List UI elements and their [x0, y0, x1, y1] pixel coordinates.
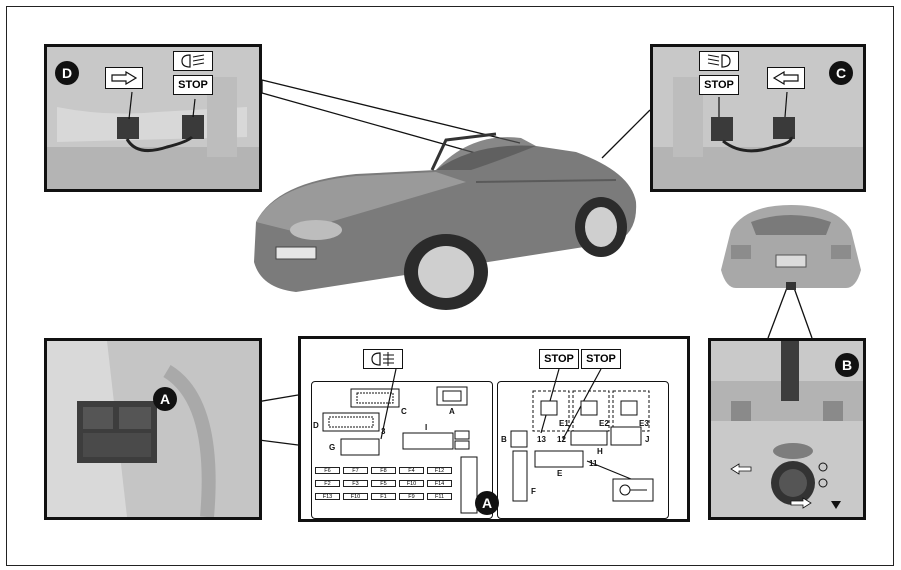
- connector-11-label: 11: [589, 459, 597, 468]
- headlight-label: [173, 51, 213, 71]
- connector-c-label: C: [401, 407, 407, 416]
- headlight-label-c: [699, 51, 739, 71]
- fuse: F2: [315, 480, 340, 487]
- connector-12-label: 12: [557, 435, 566, 444]
- low-beam-icon: [706, 54, 732, 68]
- fuse: F14: [427, 480, 452, 487]
- fuse-row-3: F13 F10 F1 F9 F11: [315, 493, 455, 500]
- fuse: F10: [343, 493, 368, 500]
- label-a-badge-left: A: [153, 387, 177, 411]
- fuse: F6: [315, 467, 340, 474]
- stop-label-c: STOP: [699, 75, 739, 95]
- fuse: F7: [343, 467, 368, 474]
- panel-d: D STOP: [44, 44, 262, 192]
- fuse: F11: [427, 493, 452, 500]
- fuse-row-2: F2 F3 F5 F10 F14: [315, 480, 455, 487]
- connector-b-label: B: [501, 435, 507, 444]
- connector-h-label: H: [597, 447, 603, 456]
- fuse: F13: [315, 493, 340, 500]
- photo-d: [47, 47, 259, 189]
- arrow-right-icon: [110, 71, 138, 85]
- connector-d-label: D: [313, 421, 319, 430]
- connector-g-label: G: [329, 443, 335, 452]
- panel-a-photo: A: [44, 338, 262, 520]
- fuse: F1: [371, 493, 396, 500]
- label-c-badge: C: [829, 61, 853, 85]
- label-b-badge: B: [835, 353, 859, 377]
- low-beam-icon: [180, 54, 206, 68]
- connector-f-label: F: [531, 487, 536, 496]
- panel-c: STOP C: [650, 44, 866, 192]
- connector-e2-label: E2: [599, 419, 609, 428]
- connector-e-label: E: [557, 469, 562, 478]
- panel-b: B: [708, 338, 866, 520]
- photo-a: [47, 341, 259, 517]
- car-illustration: [236, 112, 656, 312]
- fuse: F12: [427, 467, 452, 474]
- fuse: F4: [399, 467, 424, 474]
- label-d-badge: D: [55, 61, 79, 85]
- connector-a-label: A: [449, 407, 455, 416]
- fuse: F10: [399, 480, 424, 487]
- label-a-badge-fuse: A: [475, 491, 499, 515]
- fuse-box-diagram: STOP STOP: [298, 336, 690, 522]
- fuse: F8: [371, 467, 396, 474]
- fuse: F3: [343, 480, 368, 487]
- connector-e3-label: E3: [639, 419, 649, 428]
- connector-e1-label: E1: [559, 419, 569, 428]
- connector-j-label: J: [645, 435, 649, 444]
- turn-signal-right-label: [105, 67, 143, 89]
- arrow-left-icon: [772, 71, 800, 85]
- connector-13-label: 13: [537, 435, 546, 444]
- fuse: F5: [371, 480, 396, 487]
- connector-3-label: 3: [381, 427, 385, 436]
- connector-i-label: I: [425, 423, 427, 432]
- stop-label-d: STOP: [173, 75, 213, 95]
- fuse-row-1: F6 F7 F8 F4 F12: [315, 467, 455, 474]
- fuse: F9: [399, 493, 424, 500]
- turn-signal-left-label: [767, 67, 805, 89]
- rear-car-view: [716, 200, 866, 292]
